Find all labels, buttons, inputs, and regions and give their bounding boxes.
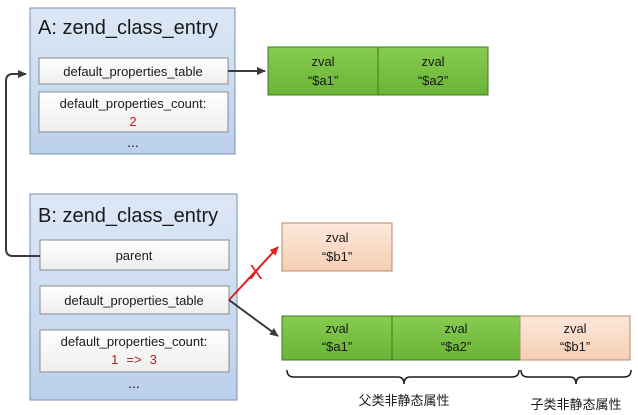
arrow-b-table-to-old-zval <box>228 246 279 301</box>
zval-a1-type: zval <box>311 54 334 69</box>
class-a-box: A: zend_class_entry default_properties_t… <box>29 7 236 155</box>
zval-single-type: zval <box>325 230 348 245</box>
class-b-field-properties-table-label: default_properties_table <box>64 293 204 308</box>
class-b-count-change: 1 => 3 <box>111 351 157 368</box>
zval-row-b: zval “$a1” zval “$a2” zval “$b1” <box>281 315 631 361</box>
brace-parent-props: 父类非静态属性 <box>286 369 520 408</box>
class-b-box: B: zend_class_entry parent default_prope… <box>29 193 238 401</box>
class-b-title: B: zend_class_entry <box>38 205 218 227</box>
class-b-count-old: 1 <box>111 352 118 367</box>
zval-b-a1-type: zval <box>325 321 348 336</box>
class-a-count-value: 2 <box>129 114 136 129</box>
zval-cell-b-b1: zval “$b1” <box>519 315 631 361</box>
class-a-field-properties-count-label: default_properties_count: <box>60 96 207 111</box>
brace-child-props-label: 子类非静态属性 <box>530 397 621 412</box>
zval-single-value: “$b1” <box>322 249 352 264</box>
zval-a2-value: “$a2” <box>418 73 448 88</box>
arrow-b-table-to-new-zvals <box>228 299 279 337</box>
zval-cell-b-a2: zval “$a2” <box>391 315 521 361</box>
zval-cell-a1: zval “$a1” <box>267 46 379 96</box>
cross-mark-icon: X <box>249 262 262 284</box>
brace-child-props: 子类非静态属性 <box>520 369 632 412</box>
class-b-field-properties-count-label: default_properties_count: <box>61 334 208 349</box>
zval-b-a2-type: zval <box>444 321 467 336</box>
class-a-ellipsis: ... <box>127 134 139 150</box>
zval-a2-type: zval <box>421 54 444 69</box>
brace-parent-props-label: 父类非静态属性 <box>358 393 449 408</box>
class-b-field-properties-table: default_properties_table <box>39 285 230 315</box>
arrow-b-parent-to-a <box>5 70 40 257</box>
zval-cell-b-a1: zval “$a1” <box>281 315 393 361</box>
zval-a1-value: “$a1” <box>308 73 338 88</box>
zval-b-a2-value: “$a2” <box>441 339 471 354</box>
class-b-field-parent-label: parent <box>116 248 153 263</box>
class-b-ellipsis: ... <box>128 375 140 391</box>
class-a-field-properties-count: default_properties_count: 2 <box>38 91 229 133</box>
zval-b-b1-value: “$b1” <box>560 339 590 354</box>
class-b-field-properties-count: default_properties_count: 1 => 3 <box>39 329 230 373</box>
zval-b-a1-value: “$a1” <box>322 339 352 354</box>
zval-single-b1: zval “$b1” <box>281 222 393 272</box>
class-b-field-parent: parent <box>39 239 230 271</box>
zval-row-a: zval “$a1” zval “$a2” <box>267 46 489 96</box>
class-a-field-properties-table-label: default_properties_table <box>63 64 203 79</box>
class-a-title: A: zend_class_entry <box>38 17 218 39</box>
class-b-count-arrow: => <box>126 352 141 367</box>
zval-b-b1-type: zval <box>563 321 586 336</box>
zval-cell-a2: zval “$a2” <box>377 46 489 96</box>
class-a-field-properties-table: default_properties_table <box>38 57 229 85</box>
class-b-count-new: 3 <box>150 352 157 367</box>
